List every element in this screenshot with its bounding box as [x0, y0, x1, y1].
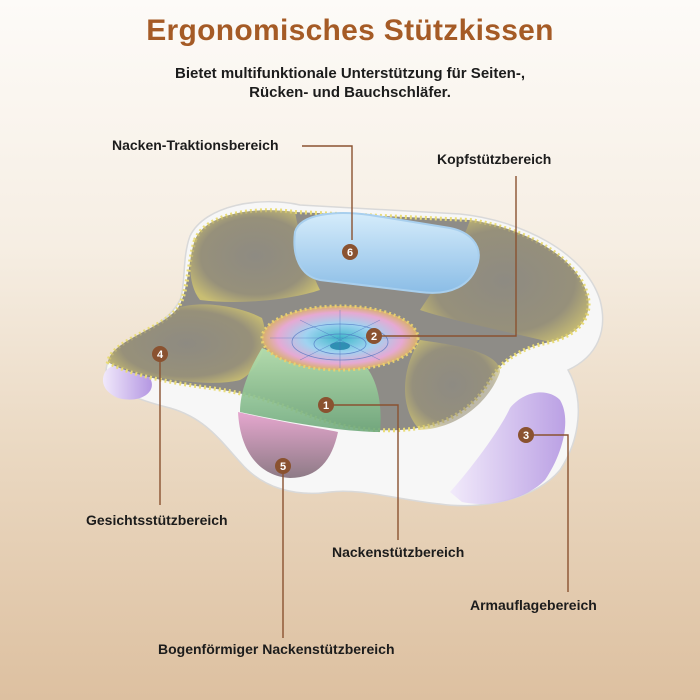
- face-zone-left: [108, 304, 266, 383]
- marker-1: [318, 397, 334, 413]
- label-nacken-traktionsbereich: Nacken-Traktionsbereich: [112, 137, 279, 153]
- marker-2: [366, 328, 382, 344]
- marker-6: [342, 244, 358, 260]
- label-nackenstuetzbereich: Nackenstützbereich: [332, 544, 465, 560]
- marker-3-label: 3: [523, 430, 529, 442]
- armrest-zone: [450, 392, 566, 504]
- label-bogenfoermiger-nackenstuetzbereich: Bogenförmiger Nackenstützbereich: [158, 641, 395, 657]
- upper-left-zone: [190, 210, 320, 302]
- marker-4: [152, 346, 168, 362]
- label-armauflagebereich: Armauflagebereich: [470, 597, 597, 613]
- marker-4-label: 4: [157, 349, 164, 361]
- page-title: Ergonomisches Stützkissen: [146, 14, 554, 47]
- leader-line-2: [374, 176, 517, 337]
- marker-1-label: 1: [323, 400, 329, 412]
- subtitle: Bietet multifunktionale Unterstützung fü…: [0, 64, 700, 102]
- marker-5: [275, 458, 291, 474]
- subtitle-line-2: Rücken- und Bauchschläfer.: [249, 84, 451, 101]
- arched-neck-zone: [238, 412, 338, 478]
- leader-line-1: [326, 404, 399, 540]
- subtitle-line-1: Bietet multifunktionale Unterstützung fü…: [174, 65, 525, 82]
- marker-5-label: 5: [280, 461, 286, 473]
- lower-right-zone: [405, 340, 500, 430]
- marker-3: [518, 427, 534, 443]
- head-rest-zone: [293, 212, 480, 294]
- marker-6-label: 6: [347, 247, 353, 259]
- label-kopfstuetzbereich: Kopfstützbereich: [437, 151, 552, 167]
- label-gesichtsstuetzbereich: Gesichtsstützbereich: [86, 512, 228, 528]
- leader-line-3: [526, 434, 569, 592]
- leader-line-6: [302, 145, 353, 240]
- marker-2-label: 2: [371, 331, 377, 343]
